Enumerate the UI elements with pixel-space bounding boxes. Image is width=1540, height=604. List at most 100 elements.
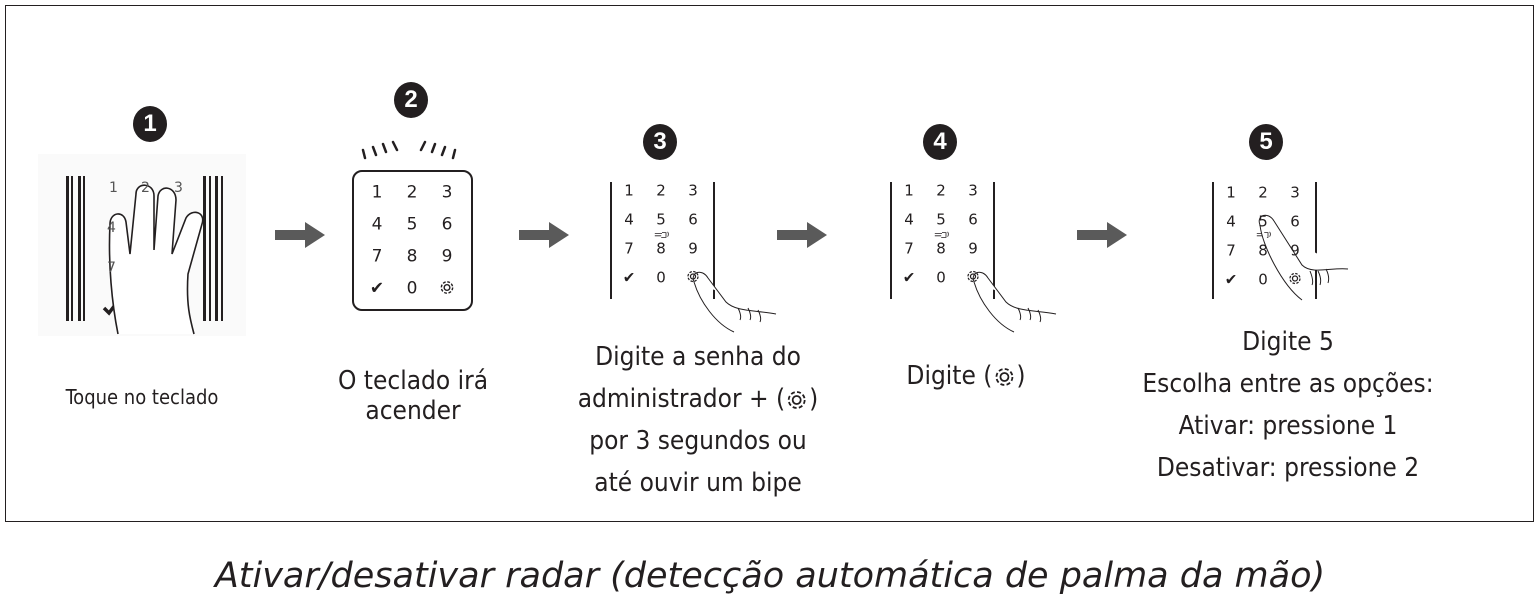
keypad-digit-7: 7 [107,260,116,276]
caption-line: Digite 5 [1242,327,1334,357]
key-7: 7 [1226,241,1236,260]
key-5: 5 [936,210,946,229]
key-6: 6 [1290,212,1300,231]
keypad-edge [890,182,892,299]
key-5: 5 [406,214,418,235]
caption-text: Digite ( [906,361,993,391]
step-1-badge: 1 [133,106,167,142]
key-4: 4 [904,210,914,229]
key-4: 4 [624,210,634,229]
gear-icon [788,390,807,409]
gear-icon [440,281,454,294]
key-8: 8 [406,246,418,267]
check-key: ✔ [902,268,916,287]
caption-line: Escolha entre as opções: [1142,369,1434,399]
caption-text: ) [809,384,819,414]
step-2-caption: O teclado irá acender [338,366,488,426]
arrow-right-icon [1077,222,1127,248]
keypad-edge [713,182,715,299]
key-3: 3 [688,181,698,200]
keypad-digit-2: 2 [141,180,150,196]
step-5-caption: Digite 5 Escolha entre as opções: Ativar… [1142,321,1433,489]
key-9: 9 [1290,241,1300,260]
step-3-badge: 3 [643,124,677,160]
palm-sensor-icon [652,231,672,239]
caption-line: O teclado irá [337,366,489,396]
finger-icon [972,271,1057,333]
gear-key [1288,271,1303,289]
gear-icon [1289,272,1301,285]
step-3-caption: Digite a senha do administrador + () por… [578,336,819,504]
step-2-badge: 2 [394,82,428,118]
gear-key [686,269,701,287]
key-0: 0 [406,278,418,299]
key-4: 4 [1226,212,1236,231]
key-2: 2 [1258,183,1268,202]
caption-line: até ouvir um bipe [594,468,802,498]
caption-text: administrador + ( [577,384,786,414]
gear-icon [995,367,1014,386]
keypad-digit-1: 1 [109,180,118,196]
key-4: 4 [371,214,383,235]
finger-icon [1258,214,1349,301]
caption-line: Desativar: pressione 2 [1156,453,1420,483]
step-4-badge: 4 [923,124,957,160]
step-1-caption: Toque no teclado [66,376,219,418]
key-3: 3 [1290,183,1300,202]
finger-icon [692,271,777,333]
key-1: 1 [624,181,634,200]
key-5: 5 [1258,212,1268,231]
key-3: 3 [968,181,978,200]
key-1: 1 [904,181,914,200]
caption-line: acender [365,396,461,426]
key-9: 9 [968,239,978,258]
arrow-right-icon [519,222,569,248]
key-5: 5 [656,210,666,229]
key-7: 7 [624,239,634,258]
caption-line: Digite a senha do [595,342,801,372]
keypad-edge [993,182,995,299]
arrow-right-icon [777,222,827,248]
gear-key [966,269,981,287]
keypad-edge [610,182,612,299]
key-9: 9 [441,246,453,267]
caption-text: ) [1016,361,1026,391]
caption-line: Digite () [906,355,1025,397]
key-3: 3 [441,182,453,203]
key-8: 8 [1258,241,1268,260]
keypad-digit-4: 4 [107,220,116,236]
gear-icon [687,270,699,283]
palm-on-keypad-illustration: 1 2 3 4 7 [38,154,246,336]
keypad-digit-3: 3 [174,180,183,196]
check-key: ✔ [369,278,385,299]
key-0: 0 [936,268,946,287]
lit-keypad [352,170,473,311]
key-7: 7 [904,239,914,258]
key-0: 0 [1258,270,1268,289]
key-0: 0 [656,268,666,287]
key-8: 8 [656,239,666,258]
step-5-badge: 5 [1249,124,1283,160]
gear-icon [967,270,979,283]
key-8: 8 [936,239,946,258]
caption-line: administrador + () [578,378,819,420]
caption-line: Toque no teclado [65,385,219,409]
key-2: 2 [656,181,666,200]
check-key: ✔ [1224,270,1238,289]
key-2: 2 [406,182,418,203]
step-4-caption: Digite () [906,355,1025,397]
instruction-frame [5,5,1534,522]
key-2: 2 [936,181,946,200]
key-9: 9 [688,239,698,258]
key-1: 1 [1226,183,1236,202]
palm-sensor-icon [932,231,952,239]
key-6: 6 [441,214,453,235]
caption-line: Ativar: pressione 1 [1178,411,1398,441]
key-6: 6 [688,210,698,229]
check-key: ✔ [622,268,636,287]
caption-line: por 3 segundos ou [589,426,807,456]
key-6: 6 [968,210,978,229]
light-glow-icon [361,140,457,160]
key-1: 1 [371,182,383,203]
arrow-right-icon [275,222,325,248]
